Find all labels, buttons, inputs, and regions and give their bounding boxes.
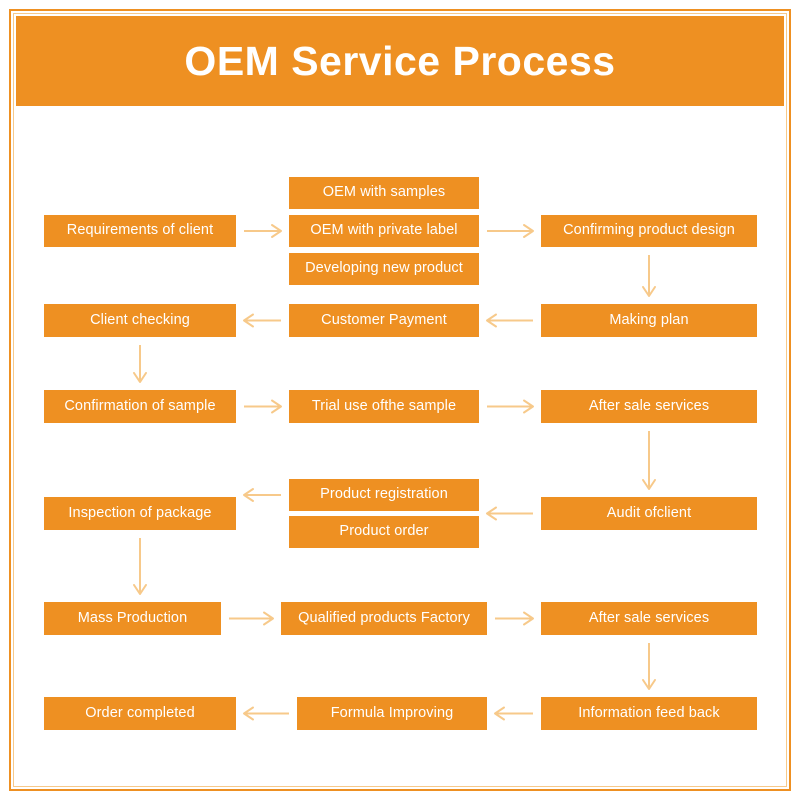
arrow-trial-to-aftersale: [487, 399, 534, 414]
page-title: OEM Service Process: [184, 37, 616, 84]
node-audit-ofclient: Audit ofclient: [541, 497, 757, 530]
node-requirements-of-client: Requirements of client: [44, 215, 236, 247]
node-confirming-product-design: Confirming product design: [541, 215, 757, 247]
node-label: Product registration: [320, 486, 448, 503]
node-label: Confirmation of sample: [64, 397, 216, 414]
node-order-completed: Order completed: [44, 697, 236, 730]
arrow-aftersale-to-audit: [642, 431, 656, 490]
outer-frame-border: [9, 9, 791, 791]
node-label: OEM with private label: [310, 222, 458, 239]
node-label: Inspection of package: [68, 504, 212, 521]
node-qualified-products-factory: Qualified products Factory: [281, 602, 487, 635]
node-confirmation-of-sample: Confirmation of sample: [44, 390, 236, 423]
node-developing-new-product: Developing new product: [289, 253, 479, 285]
node-label: Mass Production: [77, 609, 188, 626]
node-trial-use-ofthe-sample: Trial use ofthe sample: [289, 390, 479, 423]
node-after-sale-services-1: After sale services: [541, 390, 757, 423]
node-client-checking: Client checking: [44, 304, 236, 337]
arrow-inspection-to-massproduction: [133, 538, 147, 595]
node-label: OEM with samples: [322, 184, 446, 201]
arrow-confirming-to-makingplan: [642, 255, 656, 297]
node-oem-with-samples: OEM with samples: [289, 177, 479, 209]
node-label: Formula Improving: [330, 704, 454, 721]
inner-frame-line: [13, 13, 787, 787]
node-label: Client checking: [90, 311, 190, 328]
node-making-plan: Making plan: [541, 304, 757, 337]
node-label: Qualified products Factory: [298, 609, 470, 626]
node-label: Making plan: [609, 311, 689, 328]
header-bar: OEM Service Process: [16, 16, 784, 106]
node-product-order: Product order: [289, 516, 479, 548]
node-label: Information feed back: [578, 704, 720, 721]
arrow-product-to-inspection: [243, 488, 281, 502]
node-after-sale-services-2: After sale services: [541, 602, 757, 635]
arrow-feedback-to-formula: [494, 706, 533, 721]
arrow-qualified-to-aftersale: [495, 611, 534, 626]
node-product-registration: Product registration: [289, 479, 479, 511]
node-mass-production: Mass Production: [44, 602, 221, 635]
arrow-clientchecking-to-confirmation: [133, 345, 147, 383]
node-label: Order completed: [85, 704, 195, 721]
node-customer-payment: Customer Payment: [289, 304, 479, 337]
arrow-formula-to-ordercompleted: [243, 706, 289, 721]
node-label: Audit ofclient: [606, 504, 692, 521]
node-label: After sale services: [588, 609, 710, 626]
arrow-aftersale2-to-feedback: [642, 643, 656, 690]
arrow-makingplan-to-payment: [486, 313, 533, 328]
node-label: Trial use ofthe sample: [311, 397, 457, 414]
arrow-oem-to-confirming: [487, 224, 534, 238]
arrow-payment-to-clientchecking: [243, 313, 281, 328]
arrow-requirements-to-oem: [244, 224, 282, 238]
node-label: Customer Payment: [321, 311, 447, 328]
node-inspection-of-package: Inspection of package: [44, 497, 236, 530]
node-oem-with-private-label: OEM with private label: [289, 215, 479, 247]
arrow-confirmation-to-trial: [244, 399, 282, 414]
node-label: After sale services: [588, 397, 710, 414]
node-label: Developing new product: [305, 260, 463, 277]
node-label: Product order: [339, 523, 429, 540]
node-label: Requirements of client: [66, 222, 214, 239]
arrow-massproduction-to-qualified: [229, 611, 274, 626]
arrow-audit-to-productorder: [486, 506, 533, 521]
node-label: Confirming product design: [563, 222, 735, 239]
node-information-feed-back: Information feed back: [541, 697, 757, 730]
node-formula-improving: Formula Improving: [297, 697, 487, 730]
